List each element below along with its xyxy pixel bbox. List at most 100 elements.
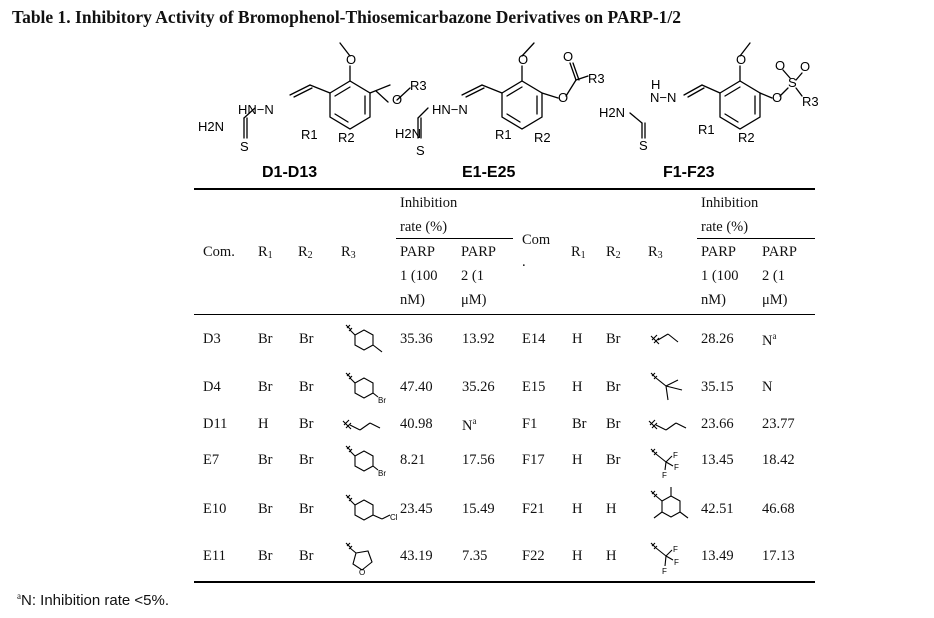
table-footnote: aN: Inhibition rate <5%. <box>17 591 169 610</box>
header-parp1-right-l3: nM) <box>701 292 726 308</box>
cell-com: E10 <box>203 501 227 517</box>
cell-r1: H <box>572 452 583 468</box>
atom-e-sulfur: S <box>416 143 425 158</box>
header-inhibition: Inhibition <box>400 195 458 211</box>
cell-com: F1 <box>522 416 538 432</box>
header-parp2-right-l1: PARP <box>762 244 797 260</box>
r3-propyl-structure <box>648 419 687 431</box>
atom-d-methoxy: O <box>346 52 356 67</box>
r3-2-furyl-structure: O <box>345 542 373 577</box>
r3-mesityl-structure <box>650 487 689 519</box>
atom-e-r1: R1 <box>495 127 512 142</box>
cell-r1: Br <box>572 416 587 432</box>
atom-f-so2: O <box>800 59 810 74</box>
cell-r1: H <box>572 331 583 347</box>
cell-parp1: 23.45 <box>400 501 433 517</box>
cell-com: D3 <box>203 331 221 347</box>
header-parp1-right-l1: PARP <box>701 244 736 260</box>
table-title: Table 1. Inhibitory Activity of Bromophe… <box>12 7 682 27</box>
header-parp1-right-l2: 1 (100 <box>701 268 739 284</box>
cell-com: E14 <box>522 331 546 347</box>
chemical-structures: O O R3 HN−N H2N S R1 R2 D1-D13 O O O R3 … <box>198 42 819 181</box>
cell-parp1: 35.36 <box>400 331 433 347</box>
atom-e-hydrazone: HN−N <box>432 102 468 117</box>
atom-f: F <box>674 558 679 567</box>
header-parp2-right-l3: μM) <box>762 292 788 308</box>
header-r1-right: R1 <box>571 244 586 261</box>
atom-d-amine: H2N <box>198 119 224 134</box>
cell-parp2: 46.68 <box>762 501 795 517</box>
inhibition-rule-left <box>396 238 513 239</box>
atom-br: Br <box>378 469 386 478</box>
header-compound: Com. <box>203 244 235 260</box>
atom-f: F <box>674 463 679 472</box>
header-parp1-l1: PARP <box>400 244 435 260</box>
cell-com: E7 <box>203 452 220 468</box>
footnote-marker: a <box>17 591 21 601</box>
cell-parp1: 28.26 <box>701 331 734 347</box>
cell-r1: H <box>572 501 583 517</box>
cell-r2: H <box>606 501 617 517</box>
table-bottom-rule <box>194 581 815 583</box>
cell-parp1: 8.21 <box>400 452 426 468</box>
cell-r1: Br <box>258 501 273 517</box>
atom-f-ester-o: O <box>772 90 782 105</box>
cell-parp2: 15.49 <box>462 501 495 517</box>
cell-r2: Br <box>299 331 314 347</box>
atom-d-sulfur: S <box>240 139 249 154</box>
cell-parp1: 13.45 <box>701 452 734 468</box>
r3-4-bromophenyl-structure: Br <box>345 445 386 478</box>
atom-f-r3: R3 <box>802 94 819 109</box>
r3-4-bromophenyl-structure: Br <box>345 372 386 405</box>
cell-r1: Br <box>258 379 273 395</box>
r3-4-chloromethylphenyl-structure: Cl <box>345 494 398 522</box>
atom-d-ether: O <box>392 92 402 107</box>
atom-e-r3: R3 <box>588 71 605 86</box>
cell-com: F21 <box>522 501 545 517</box>
atom-f: F <box>662 567 667 576</box>
header-compound-right: Com <box>522 232 551 248</box>
structure-f-atoms: O O S O O R3 H N−N H2N S R1 R2 <box>599 52 819 153</box>
atom-e-ester-o: O <box>558 90 568 105</box>
header-r2-right: R2 <box>606 244 621 261</box>
atom-d-r3: R3 <box>410 78 427 93</box>
atom-e-methoxy: O <box>518 52 528 67</box>
cell-parp1: 35.15 <box>701 379 734 395</box>
structure-e-atoms: O O O R3 HN−N H2N S R1 R2 <box>395 49 605 158</box>
atom-e-carbonyl-o: O <box>563 49 573 64</box>
header-rate-right: rate (%) <box>701 219 749 235</box>
atom-f-r2: R2 <box>738 130 755 145</box>
header-compound-right-dot: . <box>522 254 526 270</box>
cell-r2: Br <box>299 501 314 517</box>
header-parp1-l2: 1 (100 <box>400 268 438 284</box>
header-rate: rate (%) <box>400 219 448 235</box>
cell-parp2: 35.26 <box>462 379 495 395</box>
atom-o: O <box>359 568 365 577</box>
cell-r2: Br <box>606 331 621 347</box>
cell-r2: Br <box>606 452 621 468</box>
atom-f-r1: R1 <box>698 122 715 137</box>
atom-f-methoxy: O <box>736 52 746 67</box>
cell-r2: H <box>606 548 617 564</box>
cell-com: F22 <box>522 548 545 564</box>
cell-parp2: Na <box>462 416 477 434</box>
cell-r2: Br <box>606 379 621 395</box>
table-top-rule <box>194 188 815 190</box>
atom-d-r1: R1 <box>301 127 318 142</box>
structure-label-d: D1-D13 <box>262 164 317 181</box>
cell-r1: H <box>258 416 269 432</box>
atom-cl: Cl <box>390 513 398 522</box>
cell-r1: Br <box>258 548 273 564</box>
r3-trifluoromethyl-structure: F F F <box>650 448 679 480</box>
atom-f-so1: O <box>775 58 785 73</box>
atom-f: F <box>673 545 678 554</box>
structure-label-f: F1-F23 <box>663 164 715 181</box>
header-r3-right: R3 <box>648 244 663 261</box>
cell-parp2: 23.77 <box>762 416 795 432</box>
cell-parp2: Na <box>762 331 777 349</box>
header-parp2-l3: μM) <box>461 292 487 308</box>
cell-parp1: 23.66 <box>701 416 734 432</box>
r3-trifluoromethyl-structure: F F F <box>650 542 679 576</box>
atom-d-hydrazone: HN−N <box>238 102 274 117</box>
cell-parp1: 42.51 <box>701 501 734 517</box>
